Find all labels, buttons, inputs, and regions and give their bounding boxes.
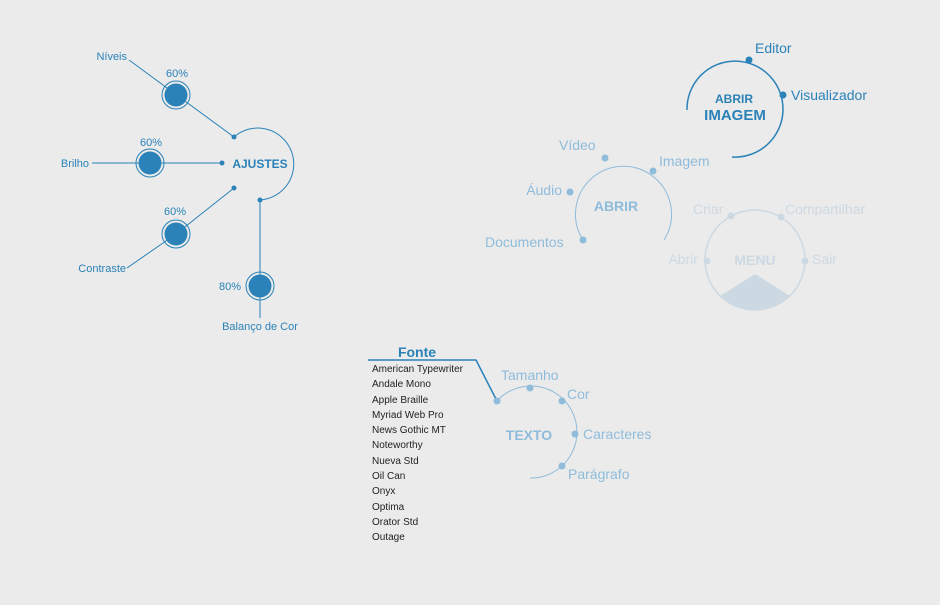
documentos-dot[interactable] [579, 236, 587, 244]
balanco-label[interactable]: Balanço de Cor [222, 321, 298, 333]
font-list-item[interactable]: Oil Can [372, 471, 406, 483]
tamanho-dot[interactable] [526, 384, 534, 392]
criar-option[interactable]: Criar [693, 201, 724, 217]
ajustes-arc-dot [219, 160, 225, 166]
abrir-imagem-group: ABRIR IMAGEM Editor Visualizador [686, 40, 867, 158]
contraste-knob[interactable] [161, 219, 191, 249]
font-list-item[interactable]: Optima [372, 501, 405, 513]
ajustes-center-label[interactable]: AJUSTES [232, 157, 287, 171]
visualizador-dot[interactable] [779, 91, 787, 99]
audio-dot[interactable] [566, 188, 574, 196]
contraste-label[interactable]: Contraste [78, 263, 126, 275]
brilho-knob[interactable] [135, 148, 165, 178]
paragrafo-dot[interactable] [558, 462, 566, 470]
abrir-imagem-arc [686, 60, 784, 158]
imagem-option[interactable]: Imagem [659, 153, 710, 169]
audio-option[interactable]: Áudio [526, 182, 562, 198]
visualizador-option[interactable]: Visualizador [791, 87, 867, 103]
abrir-arc [575, 165, 672, 241]
ajustes-group: AJUSTES Níveis 60% Brilho 60% Contraste … [61, 51, 298, 333]
brilho-value: 60% [140, 137, 162, 149]
cor-dot[interactable] [558, 397, 566, 405]
brilho-label[interactable]: Brilho [61, 158, 89, 170]
paragrafo-option[interactable]: Parágrafo [568, 466, 630, 482]
font-list-item[interactable]: Apple Braille [372, 394, 429, 406]
contraste-value: 60% [164, 206, 186, 218]
abrir-group: ABRIR Vídeo Imagem Áudio Documentos [485, 137, 710, 250]
font-list-item[interactable]: Onyx [372, 486, 396, 498]
ajustes-arc-dot [257, 197, 263, 203]
sair-option[interactable]: Sair [812, 251, 837, 267]
caracteres-dot[interactable] [571, 430, 579, 438]
abrir-center-label[interactable]: ABRIR [594, 198, 638, 214]
ajustes-arc-dot [231, 134, 237, 140]
editor-option[interactable]: Editor [755, 40, 792, 56]
niveis-value: 60% [166, 68, 188, 80]
video-option[interactable]: Vídeo [559, 137, 596, 153]
criar-dot[interactable] [727, 212, 735, 220]
font-list-item[interactable]: News Gothic MT [372, 425, 446, 437]
texto-center-label[interactable]: TEXTO [506, 427, 553, 443]
caracteres-option[interactable]: Caracteres [583, 426, 651, 442]
balanco-value: 80% [219, 281, 241, 293]
fonte-panel-title: Fonte [398, 344, 436, 360]
fonte-dot[interactable] [493, 397, 501, 405]
font-list-item[interactable]: Andale Mono [372, 379, 431, 391]
sair-dot[interactable] [801, 257, 809, 265]
tamanho-option[interactable]: Tamanho [501, 367, 559, 383]
compartilhar-option[interactable]: Compartilhar [785, 201, 865, 217]
font-list-item[interactable]: Nueva Std [372, 455, 419, 467]
abrir-imagem-title-line1[interactable]: ABRIR [715, 92, 753, 106]
compartilhar-dot[interactable] [777, 213, 785, 221]
abrir-menu-option[interactable]: Abrir [668, 251, 698, 267]
documentos-option[interactable]: Documentos [485, 234, 564, 250]
niveis-knob[interactable] [161, 80, 191, 110]
imagem-dot[interactable] [649, 167, 657, 175]
font-list-item[interactable]: Orator Std [372, 516, 419, 528]
font-list-item[interactable]: Noteworthy [372, 440, 423, 452]
editor-dot[interactable] [745, 56, 753, 64]
font-list-item[interactable]: Myriad Web Pro [372, 409, 444, 421]
font-list: American Typewriter Andale Mono Apple Br… [372, 362, 463, 546]
niveis-label[interactable]: Níveis [96, 51, 127, 63]
menu-group: MENU Criar Compartilhar Abrir Sair [668, 201, 865, 311]
video-dot[interactable] [601, 154, 609, 162]
abrir-menu-dot[interactable] [703, 257, 711, 265]
fonte-connector [368, 359, 498, 402]
cor-option[interactable]: Cor [567, 386, 590, 402]
texto-arc [496, 385, 578, 479]
texto-group: TEXTO Tamanho Cor Caracteres Parágrafo F… [368, 344, 651, 482]
ajustes-arc-dot [231, 185, 237, 191]
ajustes-arc [233, 127, 295, 201]
font-list-item[interactable]: American Typewriter [372, 364, 463, 375]
abrir-imagem-title-line2[interactable]: IMAGEM [704, 107, 766, 124]
niveis-connector [128, 59, 235, 138]
font-list-item[interactable]: Outage [372, 532, 405, 544]
menu-center-label[interactable]: MENU [734, 252, 775, 268]
balanco-knob[interactable] [245, 271, 275, 301]
menu-bottom-wedge[interactable] [720, 274, 790, 311]
